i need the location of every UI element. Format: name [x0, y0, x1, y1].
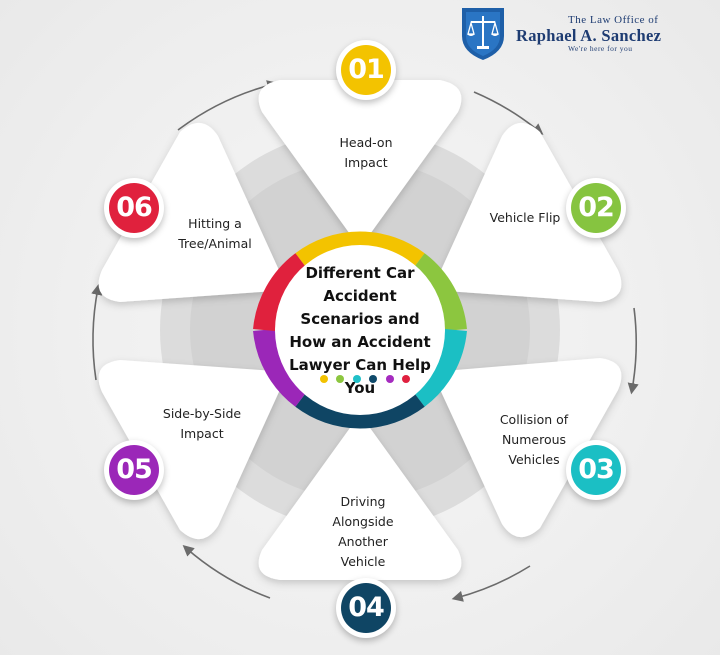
dot-teal — [352, 375, 361, 383]
badge-06: 06 — [104, 178, 164, 238]
ring-segment-red — [253, 253, 309, 332]
dot-yellow — [320, 375, 328, 383]
petal-02 — [432, 122, 622, 302]
logo-tagline: We're here for you — [568, 44, 633, 53]
color-dots — [320, 375, 410, 385]
center-disc — [275, 245, 445, 415]
dot-navy — [369, 375, 378, 383]
scales-of-justice-shield-icon — [462, 8, 504, 60]
arrow-06-01 — [177, 80, 279, 131]
ring-segment-navy — [295, 389, 425, 429]
petal-01 — [258, 80, 462, 248]
badge-01-number: 01 — [341, 45, 391, 95]
arrow-03-04 — [451, 565, 531, 602]
badge-03: 03 — [566, 440, 626, 500]
dot-purple — [385, 375, 394, 383]
badge-05-number: 05 — [109, 445, 159, 495]
badge-03-number: 03 — [571, 445, 621, 495]
scenario-label-01: Head-on Impact — [339, 135, 393, 170]
logo-name: Raphael A. Sanchez — [516, 26, 662, 45]
scenario-label-03: Collision of Numerous Vehicles — [499, 412, 569, 467]
center-ring — [253, 231, 467, 429]
scenario-label-02: Vehicle Flip — [489, 210, 561, 225]
ring-segment-green — [411, 253, 467, 332]
badge-05: 05 — [104, 440, 164, 500]
badge-02-number: 02 — [571, 183, 621, 233]
petal-05 — [98, 360, 288, 540]
badge-01: 01 — [336, 40, 396, 100]
center-title: Different Car Accident Scenarios and How… — [289, 264, 431, 397]
ring-segment-purple — [253, 328, 309, 407]
ring-segment-teal — [411, 328, 467, 407]
badge-04-number: 04 — [341, 583, 391, 633]
law-office-logo: The Law Office of Raphael A. Sanchez We'… — [458, 6, 698, 62]
arrow-02-03 — [627, 307, 639, 395]
dot-red — [401, 375, 410, 383]
badge-06-number: 06 — [109, 183, 159, 233]
ring-segment-yellow — [295, 231, 425, 271]
badge-04: 04 — [336, 578, 396, 638]
scenario-label-06: Hitting a Tree/Animal — [178, 216, 252, 251]
badge-02: 02 — [566, 178, 626, 238]
arrow-05-06 — [91, 283, 103, 381]
scenario-label-04: Driving Alongside Another Vehicle — [332, 494, 394, 569]
logo-line1: The Law Office of — [568, 14, 659, 26]
petal-04 — [258, 414, 462, 580]
scenario-label-05: Side-by-Side Impact — [162, 406, 242, 441]
arrow-04-05 — [182, 545, 271, 599]
dot-green — [336, 375, 345, 383]
petal-06 — [98, 122, 288, 302]
petal-03 — [432, 358, 622, 538]
